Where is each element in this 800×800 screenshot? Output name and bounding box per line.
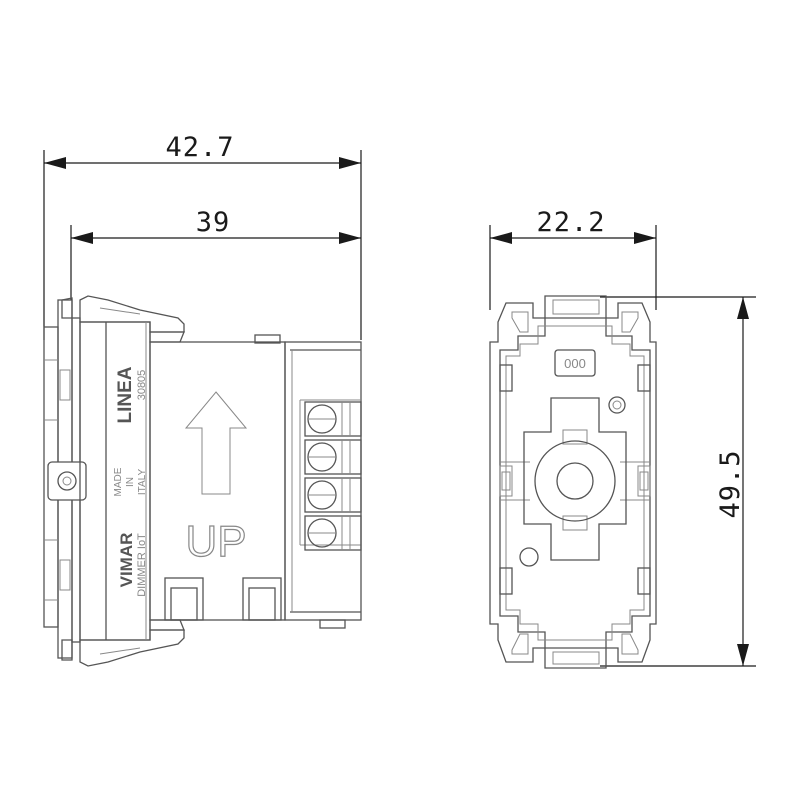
dimension-label-body-depth: 39 (196, 207, 231, 238)
label-window-text: 000 (564, 356, 586, 371)
central-mechanism (523, 397, 627, 561)
side-body (149, 334, 362, 629)
front-housing (489, 295, 657, 669)
product-name-label: DIMMER IoT (136, 533, 148, 597)
label-window (554, 349, 596, 377)
dimension-label-width: 22.2 (536, 207, 605, 238)
side-clip-top (79, 295, 185, 343)
front-slots (499, 364, 651, 595)
led-hole (608, 396, 626, 414)
series-label: LINEA (115, 366, 136, 423)
rotary-knob (534, 440, 616, 522)
brand-label: VIMAR (117, 533, 136, 588)
origin-label-line3: ITALY (137, 469, 148, 496)
up-arrow-icon (184, 391, 248, 495)
dimension-overall-depth: 42.7 (43, 132, 362, 340)
side-clip-bottom (79, 619, 185, 667)
side-snap-tabs (164, 577, 282, 621)
terminal-screw (304, 401, 362, 437)
front-inner-body (499, 317, 651, 649)
dimension-body-depth: 39 (70, 207, 361, 300)
side-mounting-frame (43, 297, 87, 661)
origin-label-line1: MADE (113, 467, 124, 496)
dimension-height: 49.5 (600, 296, 756, 667)
dimension-width: 22.2 (489, 207, 657, 310)
product-code-label: 30805 (136, 370, 148, 401)
reset-hole (519, 547, 539, 567)
front-view: 000 (489, 295, 657, 669)
terminal-screw (304, 515, 362, 551)
orientation-label: UP (185, 517, 246, 566)
terminal-screw (304, 439, 362, 475)
dimension-label-overall-depth: 42.7 (165, 132, 234, 163)
terminal-screws (304, 401, 362, 551)
dimension-label-height: 49.5 (715, 449, 746, 518)
side-view: LINEA 30805 MADE IN ITALY VIMAR DIMMER I… (43, 295, 362, 667)
terminal-screw (304, 477, 362, 513)
origin-label-line2: IN (125, 477, 136, 487)
